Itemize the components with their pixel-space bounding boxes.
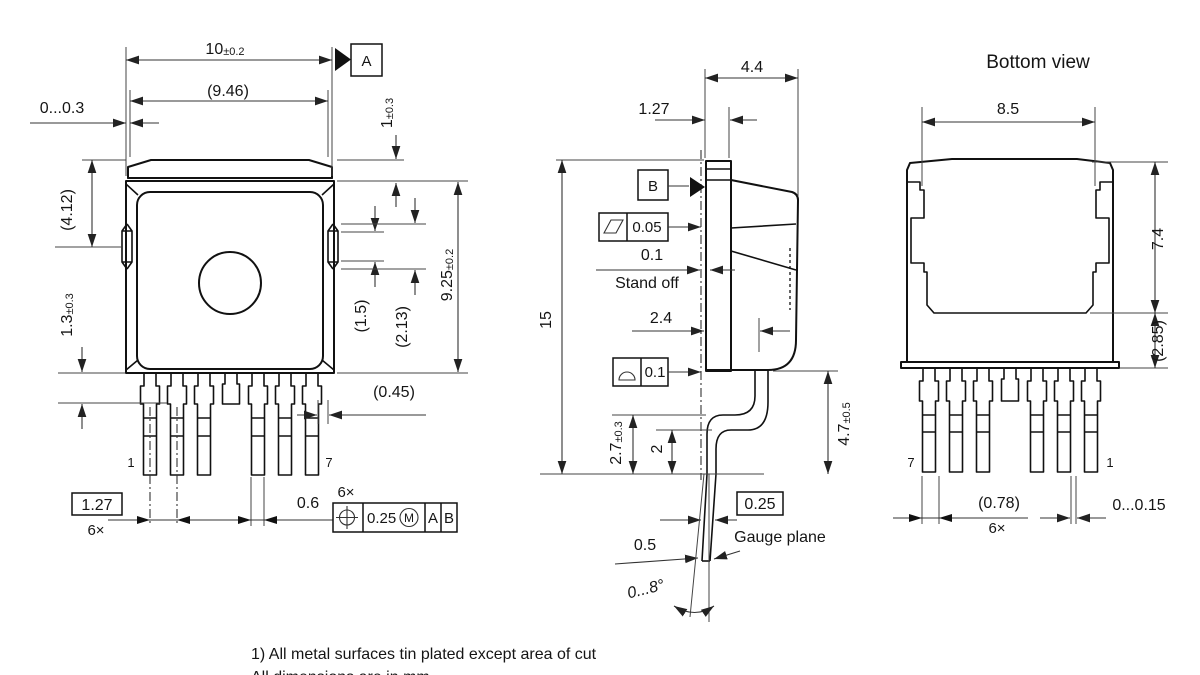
drawing-notes: 1) All metal surfaces tin plated except …: [251, 646, 597, 675]
note-line-1: 1) All metal surfaces tin plated except …: [251, 646, 597, 663]
bottom-view: Bottom view: [893, 52, 1168, 537]
fcf-count-label: 6×: [337, 484, 354, 501]
mmc-m-label: M: [404, 511, 414, 525]
bottom-package-outline: [900, 158, 1120, 369]
datum-a-label: A: [361, 53, 371, 70]
bottom-pin-7-label: 7: [907, 455, 914, 470]
dim-bottom-lead-width: (0.78): [978, 495, 1020, 512]
side-package-outline: [705, 160, 799, 372]
dim-depth: 4.4: [741, 59, 763, 76]
datum-a-flag: A: [335, 43, 383, 77]
dim-tab-step: 1±0.3: [379, 98, 396, 128]
dim-lead-straight: 2: [649, 444, 666, 453]
dim-seat-height: 4.7±0.5: [836, 402, 853, 446]
pitch-basic-box: [71, 492, 123, 516]
dim-shoulder-height: 1.3±0.3: [59, 293, 76, 337]
lead-thickness-box: [736, 491, 784, 516]
datum-b-label: B: [648, 178, 658, 195]
dim-pitch: 1.27: [81, 497, 112, 514]
fcf-datum2: B: [444, 510, 454, 527]
front-leads: [139, 373, 323, 476]
datum-b-flag: B: [637, 169, 705, 201]
front-left-bump: [121, 223, 133, 270]
pin-7-label: 7: [325, 455, 332, 470]
dim-pad-height: 7.4: [1150, 228, 1167, 250]
profile-value: 0.1: [645, 364, 666, 381]
dim-body-height: 9.25±0.2: [439, 249, 456, 301]
bottom-dimensions: [893, 107, 1168, 524]
bottom-view-title: Bottom view: [986, 52, 1090, 73]
dim-bump-outer: (2.13): [394, 306, 411, 348]
flatness-symbol-icon: [603, 219, 624, 234]
front-mounting-hole: [198, 251, 262, 315]
profile-line-symbol-icon: [618, 371, 636, 381]
dim-tip-width: 0.5: [634, 537, 656, 554]
side-dimensions: [540, 69, 838, 622]
mmc-symbol-icon: [399, 507, 419, 528]
fcf-tolerance: 0.25: [367, 510, 396, 527]
dim-total-width: 10±0.2: [205, 41, 244, 58]
dim-edge-gap: 0...0.3: [40, 100, 85, 117]
dim-pad-gap: (2.85): [1150, 320, 1167, 362]
gauge-plane-label: Gauge plane: [734, 529, 826, 546]
front-view: A 0.25 M A B 6× 10±0.2 (9.46) 0...0.3 1±…: [30, 41, 468, 539]
side-tab: [705, 160, 732, 372]
datum-a-triangle-icon: [335, 48, 351, 71]
dim-lead-edge: (0.45): [373, 384, 415, 401]
dim-lead-thickness: 0.25: [744, 496, 775, 513]
pitch-count-label: 6×: [87, 522, 104, 539]
front-fcf: 0.25 M A B 6×: [332, 484, 458, 533]
front-package-outline: [121, 159, 339, 374]
bottom-rail: [900, 361, 1120, 369]
position-symbol-icon: [336, 506, 358, 529]
dim-height: 15: [538, 311, 555, 329]
dim-ref-width: (9.46): [207, 83, 249, 100]
bottom-middle-stub: [1000, 368, 1020, 402]
dim-lead-width: 0.6: [297, 495, 319, 512]
dim-lead-height: 2.7±0.3: [608, 421, 625, 465]
bottom-count-label: 6×: [988, 520, 1005, 537]
dim-tab-thickness: 1.27: [638, 101, 669, 118]
dim-lead-depth: 2.4: [650, 310, 672, 327]
fcf-datum1: A: [428, 510, 438, 527]
front-right-bump: [327, 223, 339, 270]
dim-standoff: 0.1: [641, 247, 663, 264]
bottom-pad-contour: [907, 181, 1113, 314]
dim-tab-height: (4.12): [59, 189, 76, 231]
standoff-label: Stand off: [615, 275, 679, 292]
note-line-2: All dimensions are in mm: [251, 669, 430, 675]
dim-tip-angle: 0...8°: [626, 577, 667, 603]
flatness-fcf: 0.05: [598, 212, 701, 242]
datum-b-triangle-icon: [690, 177, 705, 197]
side-body: [705, 179, 799, 371]
dim-bump-inner: (1.5): [353, 300, 370, 333]
front-middle-stub: [221, 373, 241, 405]
bottom-pin-1-label: 1: [1106, 455, 1113, 470]
pin-1-label: 1: [127, 455, 134, 470]
dim-tip-offset: 0...0.15: [1112, 497, 1165, 514]
side-view: B 0.05 0.1 4.4 1.27 0.1 Stand off 2.4 15…: [538, 59, 853, 622]
flatness-value: 0.05: [632, 219, 661, 236]
profile-fcf: 0.1: [612, 357, 701, 387]
dim-pad-width: 8.5: [997, 101, 1019, 118]
front-dimensions: [30, 47, 468, 526]
bottom-leads: [918, 368, 1102, 473]
